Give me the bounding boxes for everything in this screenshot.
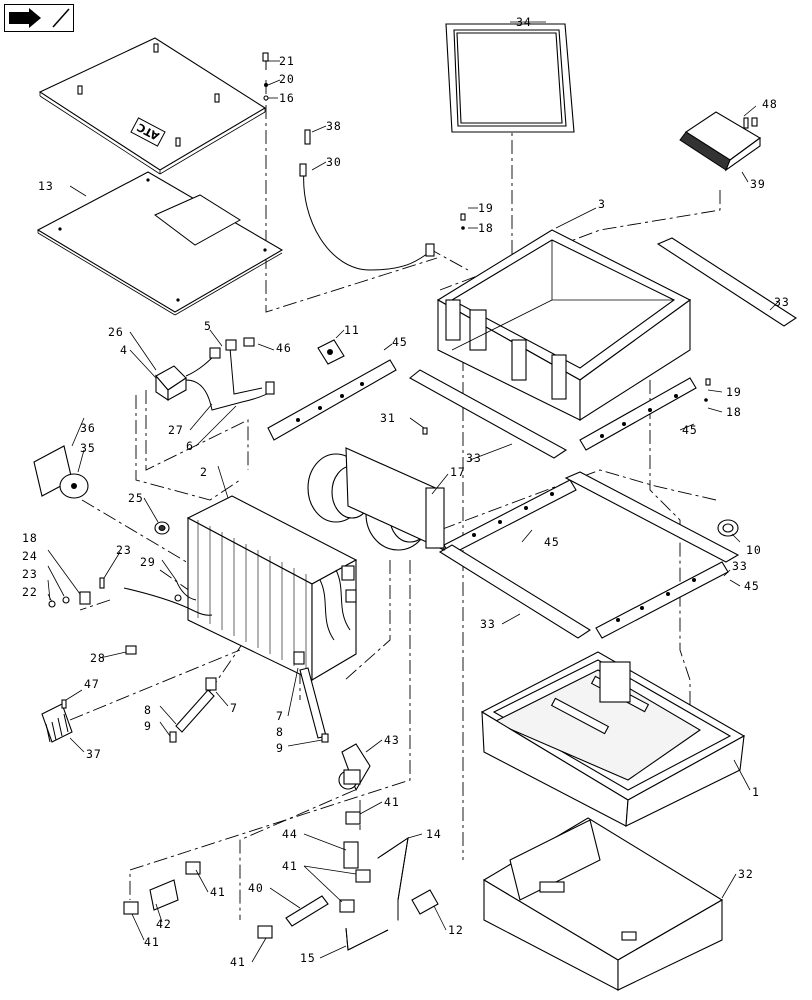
lower-tray: [480, 651, 746, 827]
callout-33: 33: [774, 295, 790, 309]
seal-strips: [267, 237, 798, 639]
top-cover-panel: ATC: [38, 37, 267, 175]
callout-32: 32: [738, 867, 754, 881]
callout-labels: 21 20 16 34 38 30 48 39 13 19 18 3 33 26…: [22, 15, 790, 969]
arrow-icon: [9, 8, 70, 28]
callout-34: 34: [516, 15, 532, 29]
callout-40: 40: [248, 881, 264, 895]
callout-23: 23: [22, 567, 38, 581]
callout-6: 6: [186, 439, 194, 453]
blower-resistor: [41, 699, 73, 743]
callout-13: 13: [38, 179, 54, 193]
callout-43: 43: [384, 733, 400, 747]
callout-4: 4: [120, 343, 128, 357]
callout-23: 23: [116, 543, 132, 557]
callout-19: 19: [726, 385, 742, 399]
callout-41: 41: [384, 795, 400, 809]
callout-28: 28: [90, 651, 106, 665]
callout-7: 7: [276, 709, 284, 723]
callout-15: 15: [300, 951, 316, 965]
callout-12: 12: [448, 923, 464, 937]
callout-7: 7: [230, 701, 238, 715]
callout-5: 5: [204, 319, 212, 333]
callout-48: 48: [762, 97, 778, 111]
callout-44: 44: [282, 827, 298, 841]
callout-8: 8: [144, 703, 152, 717]
callout-18: 18: [478, 221, 494, 235]
fasteners: [262, 52, 758, 435]
callout-24: 24: [22, 549, 38, 563]
callout-10: 10: [746, 543, 762, 557]
callout-22: 22: [22, 585, 38, 599]
expansion-valve-assembly: [155, 337, 275, 411]
water-valve: [338, 743, 371, 792]
callout-41: 41: [282, 859, 298, 873]
callout-18: 18: [726, 405, 742, 419]
control-module: [679, 111, 761, 172]
callout-16: 16: [279, 91, 295, 105]
callout-21: 21: [279, 54, 295, 68]
hvac-housing: [436, 229, 692, 422]
callout-1: 1: [752, 785, 760, 799]
callout-46: 46: [276, 341, 292, 355]
callout-31: 31: [380, 411, 396, 425]
callout-45: 45: [392, 335, 408, 349]
callout-41: 41: [210, 885, 226, 899]
callout-2: 2: [200, 465, 208, 479]
callout-18: 18: [22, 531, 38, 545]
leader-lines: [47, 21, 781, 963]
bottom-pan: [482, 817, 724, 991]
callout-27: 27: [168, 423, 184, 437]
blower-assembly: [307, 447, 445, 551]
callout-26: 26: [108, 325, 124, 339]
callout-45: 45: [682, 423, 698, 437]
callout-47: 47: [84, 677, 100, 691]
callout-37: 37: [86, 747, 102, 761]
callout-42: 42: [156, 917, 172, 931]
coolant-hoses: [123, 811, 439, 951]
callout-20: 20: [279, 72, 295, 86]
callout-9: 9: [144, 719, 152, 733]
callout-36: 36: [80, 421, 96, 435]
callout-30: 30: [326, 155, 342, 169]
navigation-button[interactable]: [4, 4, 74, 32]
callout-33: 33: [732, 559, 748, 573]
callout-38: 38: [326, 119, 342, 133]
callout-41: 41: [230, 955, 246, 969]
callout-25: 25: [128, 491, 144, 505]
callout-35: 35: [80, 441, 96, 455]
callout-39: 39: [750, 177, 766, 191]
callout-45: 45: [744, 579, 760, 593]
callout-14: 14: [426, 827, 442, 841]
filter-frame: [445, 23, 575, 133]
evaporator-core: [186, 495, 358, 681]
callout-33: 33: [480, 617, 496, 631]
callout-19: 19: [478, 201, 494, 215]
callout-9: 9: [276, 741, 284, 755]
drain-hoses: [169, 651, 329, 743]
callout-8: 8: [276, 725, 284, 739]
callout-29: 29: [140, 555, 156, 569]
callout-45: 45: [544, 535, 560, 549]
callout-41: 41: [144, 935, 160, 949]
callout-3: 3: [598, 197, 606, 211]
callout-17: 17: [450, 465, 466, 479]
mounting-plate: [36, 171, 284, 316]
callout-33: 33: [466, 451, 482, 465]
callout-11: 11: [344, 323, 360, 337]
